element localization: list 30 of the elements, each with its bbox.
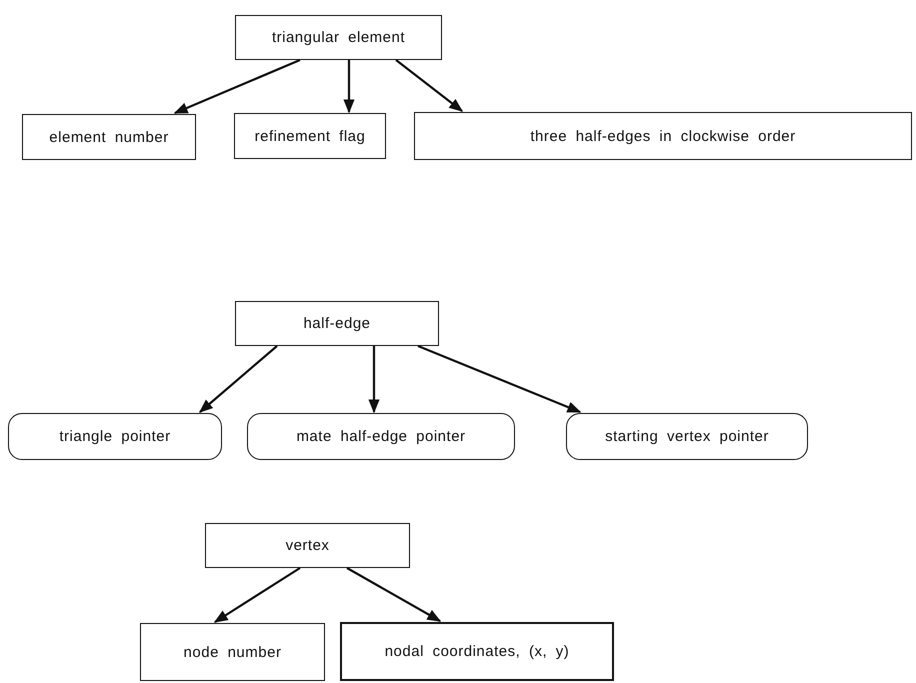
- node-label: element number: [49, 128, 169, 146]
- node-label: triangular element: [272, 29, 406, 46]
- arrow: [418, 344, 582, 414]
- box: [235, 15, 442, 60]
- arrow: [368, 346, 380, 414]
- rounded-box: [8, 413, 222, 460]
- node-label: vertex: [286, 537, 330, 554]
- node-label: half-edge: [303, 315, 371, 332]
- arrow: [174, 58, 300, 114]
- arrow: [395, 59, 464, 112]
- node-label: starting vertex pointer: [605, 428, 769, 445]
- node-label: node number: [184, 644, 282, 660]
- node-label: triangle pointer: [59, 428, 171, 445]
- arrow: [343, 60, 355, 114]
- box: [22, 114, 196, 160]
- node-label: nodal coordinates, (x, y): [384, 643, 570, 660]
- rounded-box: [247, 413, 515, 460]
- node-label: refinement flag: [254, 128, 366, 144]
- box: [234, 113, 386, 159]
- box: [235, 301, 439, 346]
- arrow: [214, 567, 301, 623]
- box: [140, 623, 325, 681]
- box: [414, 112, 912, 160]
- node-label: three half-edges in clockwise order: [530, 128, 796, 144]
- arrow: [346, 567, 442, 622]
- arrow: [198, 345, 278, 413]
- box: [205, 523, 410, 568]
- node-label: mate half-edge pointer: [296, 428, 466, 445]
- rounded-box: [566, 413, 808, 460]
- box: [340, 622, 614, 681]
